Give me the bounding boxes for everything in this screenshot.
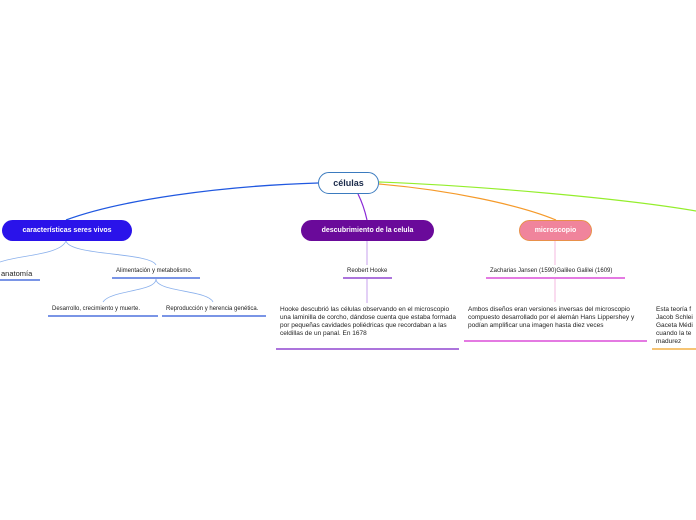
branch-descubrimiento[interactable]: descubrimiento de la celula — [301, 220, 434, 241]
topic-alimentacion[interactable]: Alimentación y metabolismo. — [116, 268, 193, 274]
connector-caracteristicas-anatomia — [0, 240, 67, 263]
note-teoria-line: Gaceta Médi — [656, 322, 693, 329]
connector-root-descubrimiento — [357, 193, 368, 221]
topic-anatomia[interactable]: anatomía — [1, 269, 33, 278]
branch-descubrimiento-label: descubrimiento de la celula — [321, 227, 414, 234]
connector-caracteristicas-alimentacion — [65, 240, 157, 266]
note-teoria-line: Esta teoría f — [656, 306, 692, 313]
connector-root-microscopio — [378, 183, 557, 221]
topic-reproduccion[interactable]: Reproducción y herencia genética. — [166, 306, 259, 312]
note-teoria-line: Jacob Schlei — [656, 314, 693, 321]
root-label: células — [333, 178, 364, 188]
connector-root-caracteristicas — [65, 182, 319, 221]
connector-alimentacion-reproduccion — [155, 278, 214, 303]
note-microscopio[interactable]: Ambos diseños eran versiones inversas de… — [468, 306, 635, 329]
note-teoria[interactable]: Esta teoría f Jacob Schlei Gaceta Médi c… — [656, 306, 696, 346]
branch-caracteristicas[interactable]: características seres vivos — [2, 220, 132, 241]
connector-root-teoria — [378, 181, 696, 212]
note-hooke[interactable]: Hooke descubrió las células observando e… — [280, 306, 456, 337]
branch-microscopio-label: microscopio — [534, 227, 577, 234]
connector-alimentacion-desarrollo — [102, 278, 157, 303]
branch-caracteristicas-label: características seres vivos — [22, 227, 112, 234]
topic-inventores[interactable]: Zacharias Jansen (1590)Galileo Galilei (… — [490, 268, 613, 274]
root-node[interactable]: células — [318, 172, 379, 194]
note-teoria-line: madurez — [656, 338, 682, 345]
note-teoria-line: cuando la te — [656, 330, 692, 337]
topic-hooke[interactable]: Reobert Hooke — [347, 268, 388, 274]
topic-desarrollo[interactable]: Desarrollo, crecimiento y muerte. — [52, 306, 141, 312]
branch-microscopio[interactable]: microscopio — [519, 220, 592, 241]
